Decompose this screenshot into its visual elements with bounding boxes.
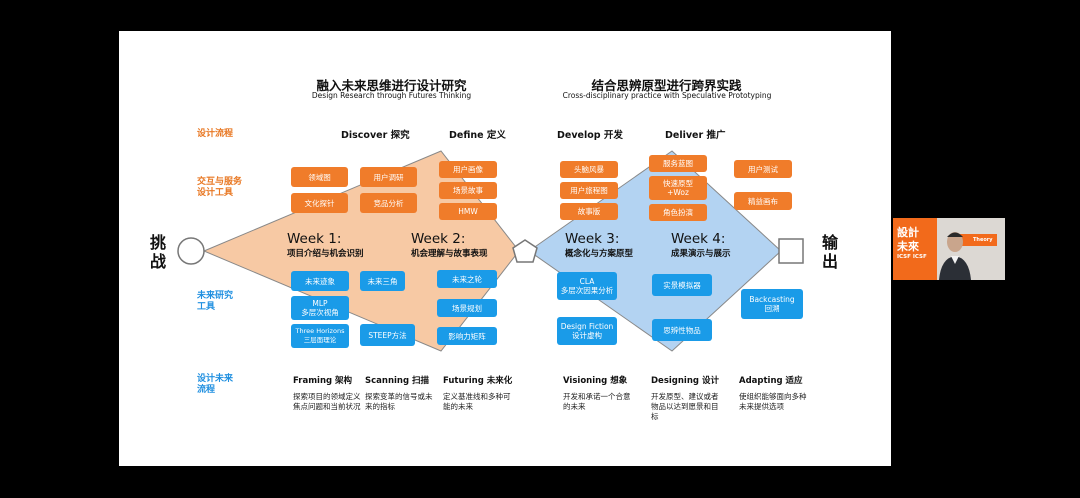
flow-scanning-desc: 探索变革的信号或未来的指标 [365, 392, 435, 412]
week-2-title: Week 2: [411, 232, 488, 247]
pentagon-marker [513, 240, 537, 262]
tool-impact-matrix: 影响力矩阵 [437, 327, 497, 345]
left-subtitle: Design Research through Futures Thinking [289, 91, 494, 100]
tool-three-horizons: Three Horizons 三层面理论 [291, 324, 349, 348]
name-badge: Theory [973, 237, 993, 243]
week-3: Week 3: 概念化与方案原型 [565, 232, 633, 259]
tool-steep: STEEP方法 [360, 324, 415, 346]
flow-futuring-desc: 定义基准线和多种可能的未来 [443, 392, 513, 412]
speaker-video [893, 218, 1005, 280]
tool-competitor-analysis: 竞品分析 [360, 193, 417, 213]
tool-hmw: HMW [439, 203, 497, 220]
webcam-thumbnail[interactable]: 設計 未來 ICSF ICSF Theory [893, 218, 1005, 280]
tool-cla: CLA 多层次因果分析 [557, 272, 617, 300]
tool-design-fiction: Design Fiction 设计虚构 [557, 317, 617, 345]
tool-user-research: 用户调研 [360, 167, 417, 187]
week-4: Week 4: 成果演示与展示 [671, 232, 731, 259]
tool-backcasting: Backcasting 回溯 [741, 289, 803, 319]
week-1: Week 1: 项目介绍与机会识别 [287, 232, 364, 259]
week-2: Week 2: 机会理解与故事表现 [411, 232, 488, 259]
tool-domain-map: 领域图 [291, 167, 348, 187]
tool-futures-signals: 未来迹象 [291, 271, 349, 291]
phase-define: Define 定义 [449, 127, 506, 141]
week-3-subtitle: 概念化与方案原型 [565, 247, 633, 259]
challenge-circle [178, 238, 204, 264]
tool-brainstorm: 头脑风暴 [560, 161, 618, 178]
flow-scanning: Scanning 扫描 探索变革的信号或未来的指标 [365, 374, 435, 412]
tool-persona: 用户画像 [439, 161, 497, 178]
week-4-title: Week 4: [671, 232, 731, 247]
flow-adapting: Adapting 适应 使组织能够面向多种未来提供选项 [739, 374, 809, 412]
flow-adapting-desc: 使组织能够面向多种未来提供选项 [739, 392, 809, 412]
tool-user-testing: 用户测试 [734, 160, 792, 178]
flow-framing-desc: 探索项目的领域定义焦点问题和当前状况 [293, 392, 363, 412]
slide: 融入未来思维进行设计研究 Design Research through Fut… [119, 31, 891, 466]
week-1-title: Week 1: [287, 232, 364, 247]
tool-lean-canvas: 精益画布 [734, 192, 792, 210]
flow-visioning: Visioning 想象 开发和承诺一个合意的未来 [563, 374, 633, 412]
flow-adapting-head: Adapting 适应 [739, 374, 809, 386]
flow-designing: Designing 设计 开发原型、建议或者物品以达到愿景和目标 [651, 374, 721, 422]
output-square [779, 239, 803, 263]
tool-futures-triangle: 未来三角 [360, 271, 405, 291]
tool-cultural-probe: 文化探针 [291, 193, 348, 213]
flow-framing: Framing 架构 探索项目的领域定义焦点问题和当前状况 [293, 374, 363, 412]
tool-scenario-story: 场景故事 [439, 182, 497, 199]
phase-discover: Discover 探究 [341, 127, 410, 141]
challenge-label: 挑 战 [149, 233, 167, 271]
flow-designing-desc: 开发原型、建议或者物品以达到愿景和目标 [651, 392, 721, 422]
tool-speculative-objects: 思辨性物品 [652, 319, 712, 341]
tool-storyboard: 故事版 [560, 203, 618, 220]
flow-futuring-head: Futuring 未来化 [443, 374, 513, 386]
week-4-subtitle: 成果演示与展示 [671, 247, 731, 259]
right-subtitle: Cross-disciplinary practice with Specula… [537, 91, 797, 100]
output-label: 输 出 [821, 233, 839, 271]
tool-mlp: MLP 多层次视角 [291, 296, 349, 320]
tool-journey-map: 用户旅程图 [560, 182, 618, 199]
week-3-title: Week 3: [565, 232, 633, 247]
flow-designing-head: Designing 设计 [651, 374, 721, 386]
flow-scanning-head: Scanning 扫描 [365, 374, 435, 386]
tool-scenario-planning: 场景规划 [437, 299, 497, 317]
tool-rapid-prototype: 快速原型 +Woz [649, 176, 707, 200]
flow-framing-head: Framing 架构 [293, 374, 363, 386]
flow-visioning-head: Visioning 想象 [563, 374, 633, 386]
flow-futuring: Futuring 未来化 定义基准线和多种可能的未来 [443, 374, 513, 412]
row-label-interaction-tools: 交互与服务 设计工具 [197, 177, 242, 199]
tool-role-play: 角色扮演 [649, 204, 707, 221]
week-2-subtitle: 机会理解与故事表现 [411, 247, 488, 259]
tool-service-blueprint: 服务蓝图 [649, 155, 707, 172]
week-1-subtitle: 项目介绍与机会识别 [287, 247, 364, 259]
row-label-futures-flow: 设计未来 流程 [197, 374, 233, 396]
tool-futures-wheel: 未来之轮 [437, 270, 497, 288]
tool-experiential-simulator: 实景模拟器 [652, 274, 712, 296]
phase-develop: Develop 开发 [557, 127, 623, 141]
row-label-design-process: 设计流程 [197, 129, 233, 140]
row-label-futures-tools: 未来研究 工具 [197, 291, 233, 313]
flow-visioning-desc: 开发和承诺一个合意的未来 [563, 392, 633, 412]
phase-deliver: Deliver 推广 [665, 127, 725, 141]
